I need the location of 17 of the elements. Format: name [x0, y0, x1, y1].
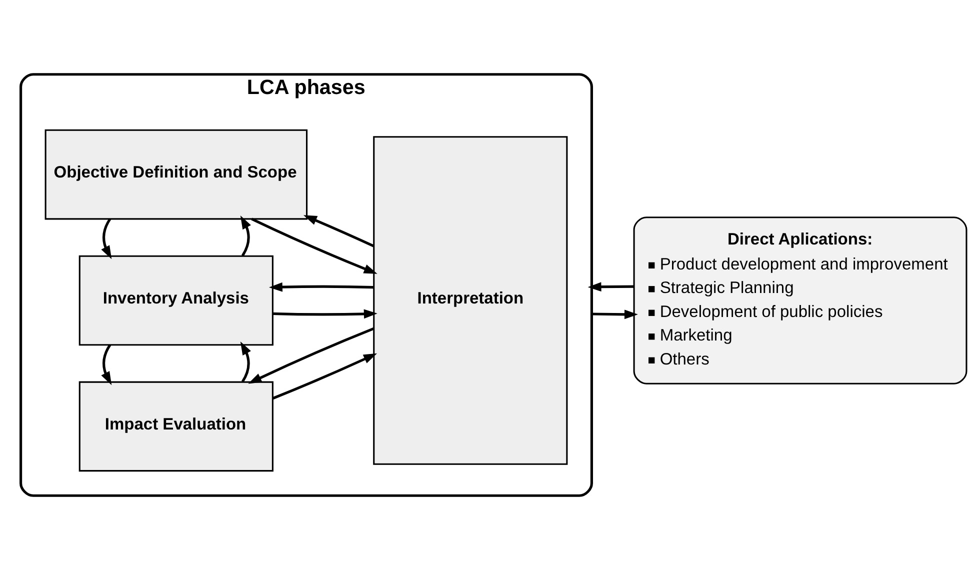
arrow — [588, 282, 634, 292]
node-box: Interpretation — [373, 136, 568, 465]
arrow — [303, 215, 374, 248]
arrow — [240, 215, 251, 256]
arrow — [101, 344, 112, 386]
arrow — [248, 327, 374, 384]
arrow — [272, 309, 378, 319]
arrow — [268, 282, 374, 292]
node-box: Impact Evaluation — [78, 381, 274, 472]
node-box: Inventory Analysis — [78, 255, 274, 346]
node-box: Objective Definition and Scope — [44, 129, 308, 220]
arrow — [251, 218, 378, 274]
arrow — [592, 310, 638, 320]
arrow — [240, 341, 251, 382]
arrow — [272, 353, 378, 400]
arrow — [101, 218, 112, 260]
node-box: Direct Aplications: Product development and improvement Strategic Planning Development of public policies Marketing Others — [633, 216, 968, 384]
